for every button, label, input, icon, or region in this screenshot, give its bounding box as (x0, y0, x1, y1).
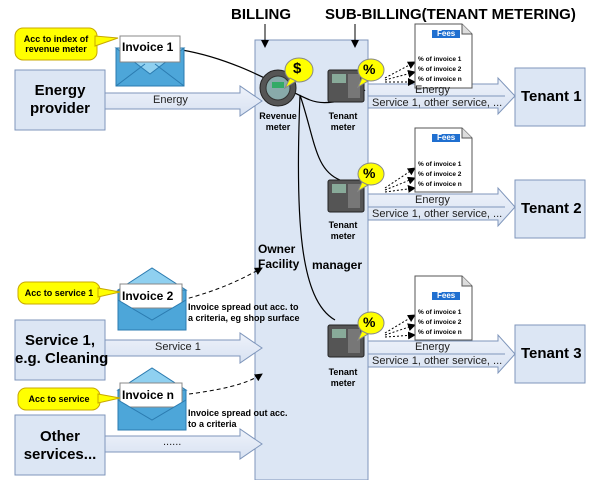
tenant1-services-label: Service 1, other service, ... (372, 97, 503, 109)
invoice1-envelope-icon (114, 35, 186, 87)
percent-bubble-2-icon (356, 162, 385, 193)
fees-lines-1: % of invoice 1 % of invoice 2 % of invoi… (418, 56, 462, 83)
other-flow-label: ...... (163, 436, 182, 448)
callout-service1-text: Acc to service 1 (24, 288, 94, 298)
tenant-meter-1-icon (327, 69, 365, 103)
tenant2-energy-label: Energy (415, 194, 450, 206)
fees-arrows-3 (384, 314, 416, 340)
tenant3-energy-label: Energy (415, 341, 450, 353)
dollar-symbol: $ (293, 60, 302, 77)
fees-document-1-icon (414, 23, 473, 89)
callout-service (17, 387, 121, 411)
percent-bubble-3-icon (356, 311, 385, 342)
fees-lines-2: % of invoice 1 % of invoice 2 % of invoi… (418, 161, 462, 188)
invoicen-label: Invoice n (122, 388, 175, 402)
tenant2-box (514, 179, 586, 239)
invoice2-label: Invoice 2 (122, 289, 174, 303)
energy-flow-arrow (104, 85, 263, 117)
tenant1-energy-label: Energy (415, 84, 450, 96)
dollar-bubble-icon (283, 57, 314, 90)
fees-document-3-icon (414, 275, 473, 341)
invoice2-spread-arrow (181, 267, 263, 301)
manager-label: manager (312, 258, 363, 272)
energy-flow-label: Energy (153, 94, 188, 106)
facility-panel (254, 39, 369, 480)
tenant2-services-label: Service 1, other service, ... (372, 208, 503, 220)
fees-title-3: Fees (437, 291, 456, 300)
invoice2-envelope-icon (116, 267, 188, 331)
fees-title-2: Fees (437, 133, 456, 142)
percent-symbol-2: % (363, 165, 376, 181)
fees-arrows-2 (384, 167, 416, 193)
percent-symbol-3: % (363, 314, 376, 330)
energy-provider-box (14, 69, 106, 131)
fees-arrows-1 (384, 61, 416, 86)
meter-connector-2 (299, 94, 341, 181)
percent-symbol-1: % (363, 61, 376, 77)
fees-title-1: Fees (437, 29, 456, 38)
service1-flow-label: Service 1 (155, 341, 201, 353)
tenant-meter-3-icon (327, 324, 365, 358)
other-flow-arrow (104, 428, 263, 460)
invoice1-label: Invoice 1 (122, 40, 174, 54)
tenant-meter-2-icon (327, 179, 365, 213)
other-provider-box (14, 414, 106, 476)
callout-revenue-meter (14, 27, 119, 61)
meter-connector-3 (297, 94, 336, 321)
subbilling-header: SUB-BILLING(TENANT METERING) (325, 6, 576, 23)
tenant2-flow-arrows (367, 186, 516, 228)
percent-bubble-1-icon (356, 58, 385, 89)
service1-flow-arrow (104, 332, 263, 364)
service1-provider-label: Service 1,e.g. Cleaning (15, 332, 109, 367)
invoicen-spread-arrow (181, 373, 263, 396)
service1-provider-box (14, 319, 106, 381)
tenant2-label: Tenant 2 (521, 200, 582, 217)
tenant3-services-label: Service 1, other service, ... (372, 355, 503, 367)
callout-service1 (17, 281, 121, 305)
tenant1-box (514, 67, 586, 127)
fees-document-2-icon (414, 127, 473, 193)
tenant1-flow-arrows (367, 76, 516, 116)
tenant1-label: Tenant 1 (521, 88, 582, 105)
tenant3-label: Tenant 3 (521, 345, 582, 362)
tenant3-flow-arrows (367, 333, 516, 375)
callout-service-text: Acc to service (28, 394, 90, 404)
billing-header: BILLING (231, 6, 291, 23)
invoicen-spread-note: Invoice spread out acc.to a criteria (188, 408, 288, 429)
revenue-meter-icon (259, 69, 297, 107)
fees-lines-3: % of invoice 1 % of invoice 2 % of invoi… (418, 309, 462, 336)
invoicen-envelope-icon (116, 367, 188, 431)
